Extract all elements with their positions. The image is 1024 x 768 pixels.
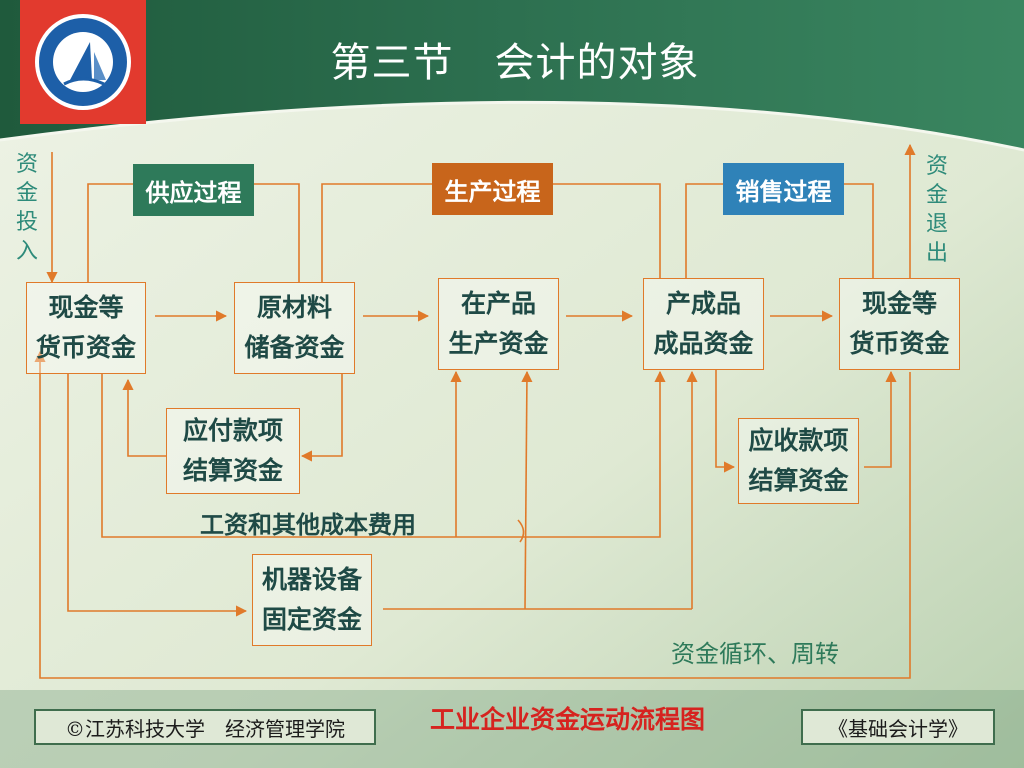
process-sales: 销售过程 (723, 163, 844, 215)
process-supply: 供应过程 (133, 164, 254, 216)
node-finished: 产成品成品资金 (643, 278, 764, 370)
footer-course: 《基础会计学》 (801, 709, 995, 745)
node-payables: 应付款项结算资金 (166, 408, 300, 494)
page-title: 第三节 会计的对象 (330, 40, 700, 86)
university-logo (20, 0, 146, 124)
node-cash-end: 现金等货币资金 (839, 278, 960, 370)
logo-emblem-icon (35, 14, 131, 110)
node-materials: 原材料储备资金 (234, 282, 355, 374)
cycle-label: 资金循环、周转 (671, 640, 839, 668)
fund-out-label: 资金 退出 (925, 154, 948, 266)
process-production: 生产过程 (432, 163, 553, 215)
node-wip: 在产品生产资金 (438, 278, 559, 370)
node-receivables: 应收款项结算资金 (738, 418, 859, 504)
fund-in-label: 资金 投入 (15, 152, 38, 264)
footer-institution: ©江苏科技大学 经济管理学院 (34, 709, 376, 745)
node-cash-start: 现金等货币资金 (26, 282, 146, 374)
wages-label: 工资和其他成本费用 (200, 511, 416, 539)
node-fixed-assets: 机器设备固定资金 (252, 554, 372, 646)
diagram-caption: 工业企业资金运动流程图 (430, 705, 706, 734)
